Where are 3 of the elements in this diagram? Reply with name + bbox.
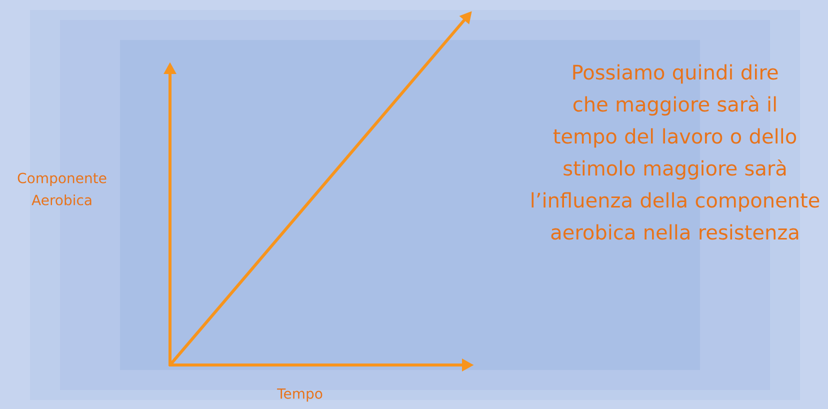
note-text: Possiamo quindi dire che maggiore sarà il tempo del lavoro o dello stimolo maggiore sarà l’influenza della componente aerobica nella resistenza [532, 64, 820, 240]
axis-label: Tempo [277, 388, 322, 402]
axis-label: Componente Aerobica [18, 172, 106, 206]
